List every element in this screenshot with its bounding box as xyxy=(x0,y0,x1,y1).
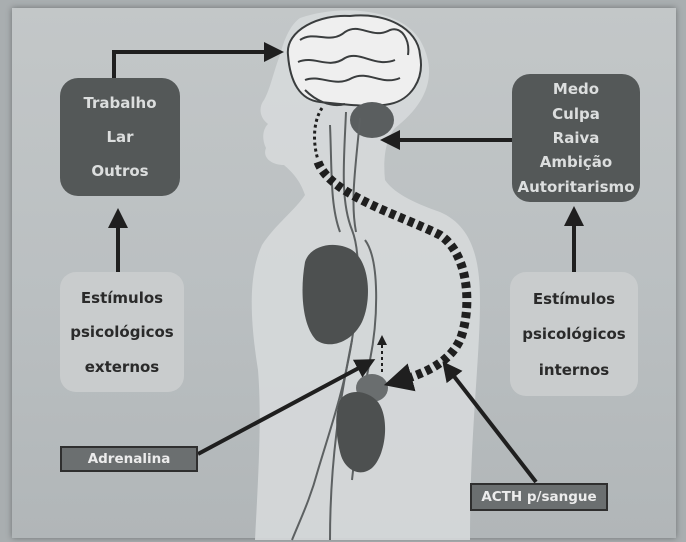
box-environment-line-3: Outros xyxy=(91,162,148,180)
box-emotions-line-2: Culpa xyxy=(552,105,600,123)
box-internal-line-2: psicológicos xyxy=(522,325,625,343)
box-internal-stimuli: Estímulos psicológicos internos xyxy=(510,272,638,396)
box-external-line-1: Estímulos xyxy=(81,289,163,307)
label-acth: ACTH p/sangue xyxy=(470,483,608,511)
box-environment-line-2: Lar xyxy=(106,128,133,146)
box-emotions-line-3: Raiva xyxy=(553,129,600,147)
organ-kidney xyxy=(336,392,385,472)
box-internal-line-1: Estímulos xyxy=(533,290,615,308)
box-environment-line-1: Trabalho xyxy=(83,94,156,112)
box-emotions-line-1: Medo xyxy=(553,80,599,98)
brain xyxy=(288,15,421,105)
box-emotions-line-4: Ambição xyxy=(540,153,612,171)
box-emotions-line-5: Autoritarismo xyxy=(518,178,635,196)
box-external-line-2: psicológicos xyxy=(70,323,173,341)
box-external-stimuli: Estímulos psicológicos externos xyxy=(60,272,184,392)
arrow-to-brain xyxy=(114,52,278,78)
box-external-line-3: externos xyxy=(85,358,160,376)
label-adrenalina: Adrenalina xyxy=(60,446,198,472)
box-emotions: Medo Culpa Raiva Ambição Autoritarismo xyxy=(512,74,640,202)
box-environment: Trabalho Lar Outros xyxy=(60,78,180,196)
box-internal-line-3: internos xyxy=(539,361,609,379)
pituitary-gland xyxy=(350,102,394,138)
